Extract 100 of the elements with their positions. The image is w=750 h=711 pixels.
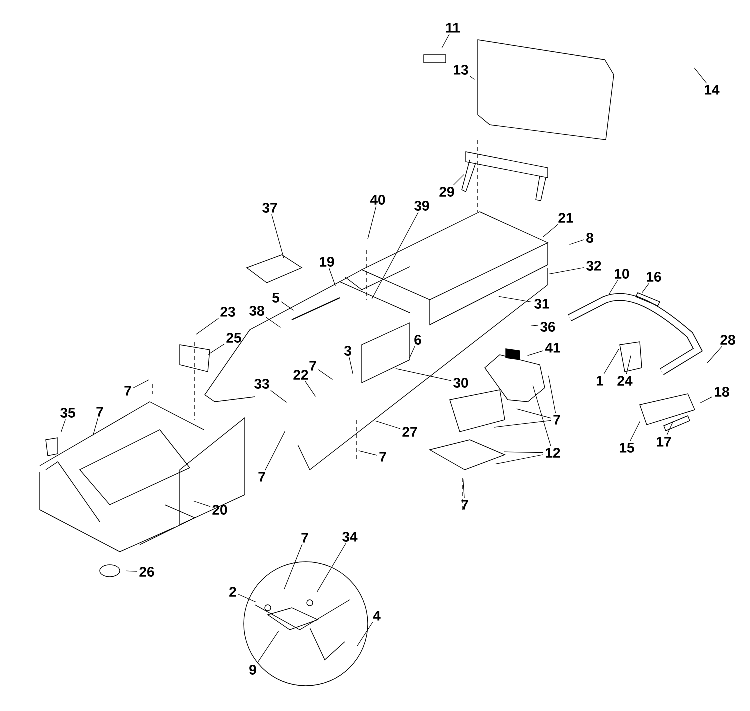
callout-number: 28 [720, 335, 736, 345]
leader-line [516, 408, 552, 419]
leader-line [238, 594, 257, 603]
leader-line [409, 346, 416, 359]
leader-line [642, 283, 650, 294]
callout-number: 21 [558, 213, 574, 223]
callout-number: 32 [586, 261, 602, 271]
leader-line [666, 421, 674, 436]
leader-line [196, 318, 219, 335]
callout-number: 18 [715, 387, 730, 397]
callout-number: 7 [310, 361, 316, 371]
leader-line [126, 570, 138, 572]
leader-line [453, 174, 464, 186]
leader-line [194, 500, 211, 508]
leader-line [61, 419, 66, 433]
leader-line [504, 452, 544, 454]
leader-line [608, 280, 618, 295]
callout-number: 9 [250, 665, 256, 675]
callout-number: 33 [254, 379, 270, 389]
callout-number: 35 [60, 408, 76, 418]
leader-line [349, 357, 354, 374]
callout-number: 24 [618, 376, 633, 386]
leader-line [281, 302, 294, 311]
leader-line [570, 240, 585, 246]
leader-line [528, 350, 544, 356]
callout-number: 3 [344, 346, 352, 356]
leader-line [257, 631, 280, 664]
leader-line [329, 268, 336, 287]
callout-number: 19 [320, 257, 334, 267]
callout-number: 14 [705, 85, 720, 95]
leader-line [133, 380, 150, 388]
callout-number: 25 [226, 333, 242, 343]
leader-line [316, 543, 346, 593]
leader-line [548, 376, 556, 414]
callout-number: 7 [96, 407, 104, 417]
callout-number: 2 [230, 587, 236, 597]
leader-line [368, 206, 377, 240]
callout-number: 13 [454, 65, 468, 75]
callout-number: 7 [302, 533, 308, 543]
callout-number: 31 [534, 299, 550, 309]
callout-number: 7 [554, 415, 560, 425]
leader-line [700, 396, 713, 404]
callout-number: 5 [272, 293, 280, 303]
leader-line [396, 368, 452, 382]
callout-number: 39 [414, 201, 430, 211]
callout-number: 7 [380, 452, 386, 462]
callout-number: 23 [220, 307, 236, 317]
leader-line [92, 418, 98, 436]
callout-number: 17 [657, 437, 672, 447]
leader-line [470, 76, 476, 80]
leader-line [358, 450, 378, 456]
leader-line [694, 68, 708, 84]
callout-number: 37 [262, 203, 278, 213]
leader-line [496, 454, 544, 465]
leader-line [284, 544, 303, 590]
leader-line [530, 325, 539, 326]
leader-line [498, 296, 533, 303]
leader-line [356, 622, 374, 647]
callout-number: 40 [370, 195, 386, 205]
leader-line [442, 34, 450, 49]
callout-number: 27 [402, 427, 418, 437]
callout-number: 10 [615, 269, 630, 279]
leader-line [548, 267, 585, 275]
callout-number: 11 [446, 23, 460, 33]
callout-number: 15 [620, 443, 634, 453]
callout-number: 29 [440, 187, 454, 197]
callout-number: 7 [258, 472, 266, 482]
callout-number: 6 [414, 335, 422, 345]
leader-line [270, 390, 288, 403]
leader-line [604, 349, 620, 375]
leader-line [372, 212, 419, 300]
callout-number: 16 [647, 272, 662, 282]
callout-number: 34 [342, 532, 358, 542]
callout-number: 26 [140, 567, 154, 577]
leader-line [305, 381, 316, 397]
callout-number: 38 [250, 306, 264, 316]
leader-line [494, 420, 552, 428]
callout-number: 36 [540, 322, 556, 332]
callout-number: 22 [294, 370, 308, 380]
leader-line [318, 370, 334, 380]
leader-line [208, 344, 225, 356]
leader-line [542, 224, 559, 238]
leader-line [272, 214, 284, 258]
leader-line [707, 346, 722, 364]
leader-line [265, 431, 286, 471]
leader-line [462, 478, 465, 499]
callout-number: 30 [454, 378, 468, 388]
callout-number: 7 [462, 500, 468, 510]
leader-line [266, 317, 282, 328]
callout-number: 12 [546, 448, 560, 458]
callout-number: 7 [124, 386, 132, 396]
callout-number: 1 [597, 376, 604, 386]
callout-number: 8 [586, 233, 594, 243]
leader-line [626, 356, 632, 375]
leader-line [630, 421, 641, 442]
callout-number: 41 [545, 343, 560, 353]
leader-line [532, 386, 552, 447]
callout-number: 4 [373, 611, 381, 621]
callout-number: 20 [212, 505, 228, 515]
leader-line [376, 420, 401, 430]
